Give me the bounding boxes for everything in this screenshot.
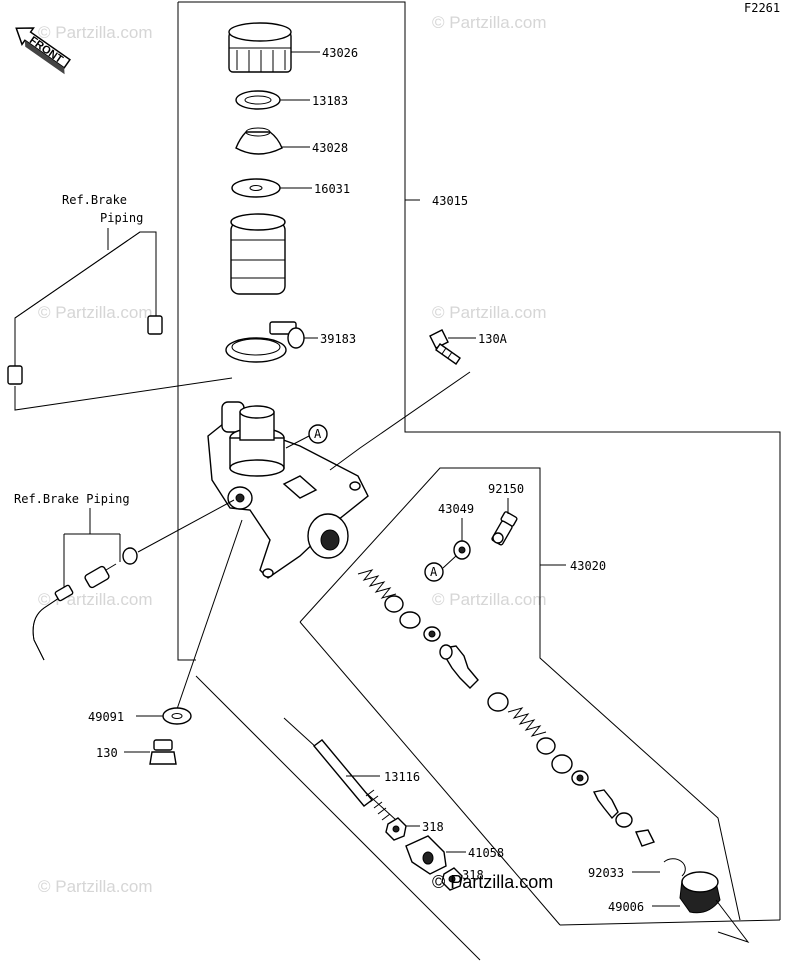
footer-watermark: © Partzilla.com — [432, 872, 553, 892]
reservoir-cap-part — [228, 22, 292, 73]
part-label-43026: 43026 — [322, 46, 358, 60]
part-label-130A: 130A — [478, 332, 508, 346]
master-cylinder-part — [207, 401, 369, 579]
part-label-318-b: 318 — [462, 868, 484, 882]
circlip-92033-part — [663, 858, 686, 877]
watermark: © Partzilla.com — [38, 303, 153, 322]
spring-2-part — [507, 707, 547, 737]
part-label-49091: 49091 — [88, 710, 124, 724]
nut-318-part — [385, 817, 407, 841]
part-label-39183: 39183 — [320, 332, 356, 346]
cup-part — [399, 611, 421, 629]
watermark: © Partzilla.com — [432, 303, 547, 322]
clamp-part — [225, 321, 305, 363]
clevis-41058-part — [405, 835, 447, 875]
front-arrow-icon: FRONT — [15, 27, 71, 75]
piston-cup-part — [487, 692, 509, 712]
part-label-13183: 13183 — [312, 94, 348, 108]
seal-part — [615, 812, 633, 828]
part-label-43028: 43028 — [312, 141, 348, 155]
washer-small-part — [122, 547, 138, 565]
plate-part — [235, 90, 281, 110]
bolt-130-part — [149, 739, 177, 765]
bracket-43015-right — [178, 1, 781, 920]
ref-brake-piping-lower: Ref.Brake Piping — [14, 492, 130, 506]
nut-318-b-part — [441, 867, 463, 891]
callout-a-label-lower: A — [430, 565, 438, 579]
retainer-2-part — [536, 737, 556, 755]
pushrod-tip-leader — [715, 899, 750, 943]
retainer-part — [384, 595, 404, 613]
pushrod-13116-part — [283, 717, 397, 821]
brake-pipe-lower — [32, 563, 117, 661]
part-label-318: 318 — [422, 820, 444, 834]
brake-pipe-upper — [7, 231, 163, 385]
callout-a-circle-lower — [424, 562, 444, 582]
washer-part — [231, 178, 281, 198]
bolt-130A-part — [429, 329, 461, 365]
piston-part — [439, 644, 479, 689]
bracket-lower-diag — [195, 675, 481, 961]
bleeder-92150-part — [491, 511, 518, 546]
cup-2-part — [551, 754, 573, 774]
part-label-92150: 92150 — [488, 482, 524, 496]
watermark: © Partzilla.com — [432, 13, 547, 32]
part-label-92033: 92033 — [588, 866, 624, 880]
reservoir-part — [230, 213, 286, 295]
washer-43049-part — [453, 540, 471, 560]
callout-a-label: A — [314, 427, 322, 441]
part-label-43015: 43015 — [432, 194, 468, 208]
diaphragm-part — [235, 127, 283, 155]
part-label-130: 130 — [96, 746, 118, 760]
ref-brake-piping-upper-line1: Ref.Brake — [62, 193, 127, 207]
watermark: © Partzilla.com — [38, 877, 153, 896]
leader-130A — [329, 371, 471, 471]
figure-id: F2261 — [744, 1, 780, 15]
part-label-16031: 16031 — [314, 182, 350, 196]
pipe-connector-line — [14, 377, 233, 411]
part-label-41058: 41058 — [468, 846, 504, 860]
watermark: © Partzilla.com — [38, 23, 153, 42]
ref-brake-piping-upper-line2: Piping — [100, 211, 143, 225]
cup-3-part — [635, 829, 655, 847]
washer-49091-part — [162, 707, 192, 725]
spring-part — [357, 569, 397, 599]
watermarks: © Partzilla.com © Partzilla.com © Partzi… — [38, 13, 547, 896]
part-label-43020: 43020 — [570, 559, 606, 573]
bracket-bottom — [559, 919, 781, 926]
part-label-43049: 43049 — [438, 502, 474, 516]
part-label-13116: 13116 — [384, 770, 420, 784]
callout-a-circle — [308, 424, 328, 444]
part-label-49006: 49006 — [608, 900, 644, 914]
boot-49006-part — [679, 871, 721, 914]
bracket-43020 — [299, 467, 741, 921]
bracket-43020-left — [299, 621, 561, 926]
watermark: © Partzilla.com — [432, 590, 547, 609]
valve-stem-part — [592, 789, 619, 820]
bracket-43015 — [177, 2, 196, 661]
